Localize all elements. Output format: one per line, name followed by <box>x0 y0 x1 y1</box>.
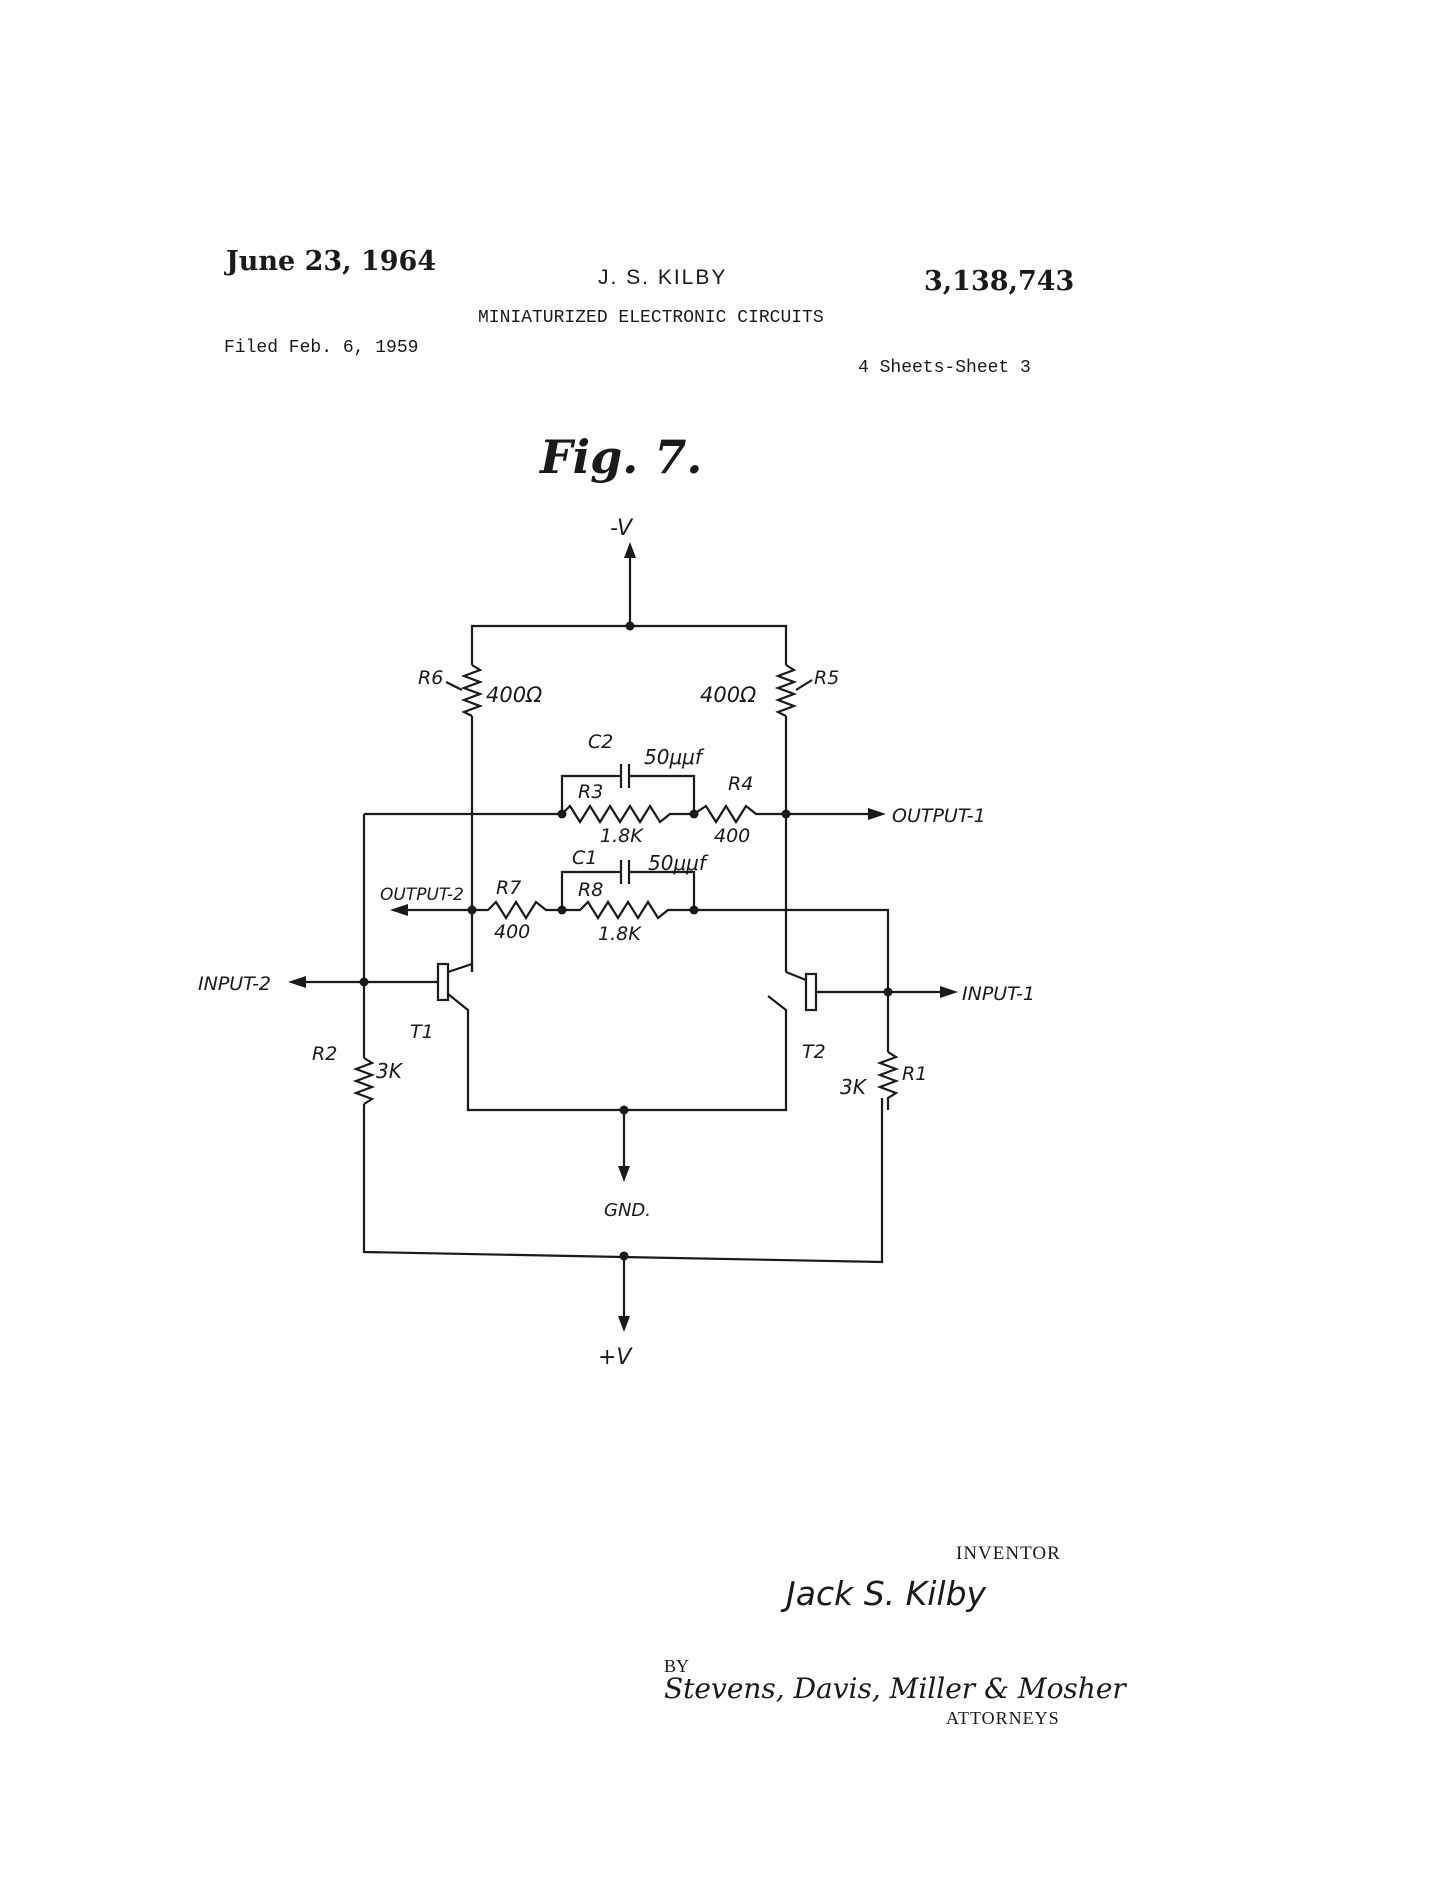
c2-left-wire <box>560 774 621 814</box>
r3-name: R3 <box>578 781 603 803</box>
patent-title: MINIATURIZED ELECTRONIC CIRCUITS <box>478 308 824 328</box>
by-label: BY <box>664 1656 690 1676</box>
top-rail <box>470 624 788 665</box>
gnd-arrow <box>618 1166 630 1182</box>
r7-resistor <box>472 899 562 921</box>
r5-resistor <box>774 664 798 717</box>
junction-output2 <box>467 905 477 915</box>
junction-output1 <box>781 809 791 819</box>
gnd-label: GND. <box>604 1200 651 1221</box>
c2-right-wire <box>629 774 696 814</box>
input2-arrow <box>288 976 306 988</box>
r6-resistor <box>460 664 484 717</box>
r4-value: 400 <box>714 825 750 847</box>
output2-label: OUTPUT-2 <box>380 885 464 905</box>
r2-value: 3K <box>376 1059 404 1083</box>
sheet-count: 4 Sheets-Sheet 3 <box>858 358 1031 378</box>
attorneys-signature: Stevens, Davis, Miller & Mosher <box>664 1672 1126 1705</box>
neg-v-label: -V <box>610 516 634 541</box>
c1-value: 50μμf <box>648 851 709 875</box>
r1-name: R1 <box>902 1063 927 1085</box>
pos-v-label: +V <box>598 1345 633 1370</box>
c1-right-wire <box>629 870 696 910</box>
r4-resistor <box>693 803 786 825</box>
inventor-signature: Jack S. Kilby <box>786 1574 987 1613</box>
t1-name: T1 <box>410 1021 434 1043</box>
r5-leader <box>795 679 813 691</box>
r8-resistor <box>562 899 890 992</box>
r3-resistor <box>561 803 694 825</box>
filed-date: Filed Feb. 6, 1959 <box>224 338 419 358</box>
r5-value: 400Ω <box>700 683 756 707</box>
r6-name: R6 <box>418 667 443 689</box>
t2-collector <box>785 970 807 982</box>
r7-value: 400 <box>494 921 530 943</box>
junction-input2 <box>359 977 369 987</box>
input1-label: INPUT-1 <box>962 983 1035 1005</box>
t1-transistor <box>436 962 450 1002</box>
r6-leader <box>445 681 463 691</box>
t2-name: T2 <box>802 1041 826 1063</box>
output1-label: OUTPUT-1 <box>892 805 986 827</box>
r5-name: R5 <box>814 667 839 689</box>
input2-label: INPUT-2 <box>198 973 271 995</box>
attorneys-label: ATTORNEYS <box>946 1708 1060 1728</box>
c1-name: C1 <box>572 847 597 869</box>
r8-value: 1.8K <box>598 923 642 945</box>
c2-name: C2 <box>588 731 613 753</box>
neg-v-arrow <box>624 542 636 558</box>
emitter-bus <box>447 993 788 1112</box>
r8-name: R8 <box>578 879 603 901</box>
patent-number: 3,138,743 <box>924 266 1075 297</box>
figure-label: Fig. 7. <box>540 430 703 484</box>
c2-value: 50μμf <box>644 745 705 769</box>
t2-transistor <box>804 972 818 1012</box>
r2-resistor <box>352 1057 376 1105</box>
pos-v-arrow <box>618 1316 630 1332</box>
inventor-label: INVENTOR <box>956 1543 1061 1564</box>
r6-value: 400Ω <box>486 683 542 707</box>
r4-name: R4 <box>728 773 753 795</box>
r2-name: R2 <box>312 1043 337 1065</box>
inventor-name: J. S. KILBY <box>598 266 728 289</box>
c1-left-wire <box>560 870 621 910</box>
patent-date: June 23, 1964 <box>226 246 437 277</box>
r1-value: 3K <box>840 1075 868 1099</box>
input1-arrow <box>940 986 958 998</box>
r7-name: R7 <box>496 877 521 899</box>
output2-arrow <box>390 904 408 916</box>
t1-collector <box>447 962 474 974</box>
r3-value: 1.8K <box>600 825 644 847</box>
r1-resistor <box>876 1051 900 1110</box>
output1-arrow <box>868 808 886 820</box>
junction-top <box>625 621 635 631</box>
